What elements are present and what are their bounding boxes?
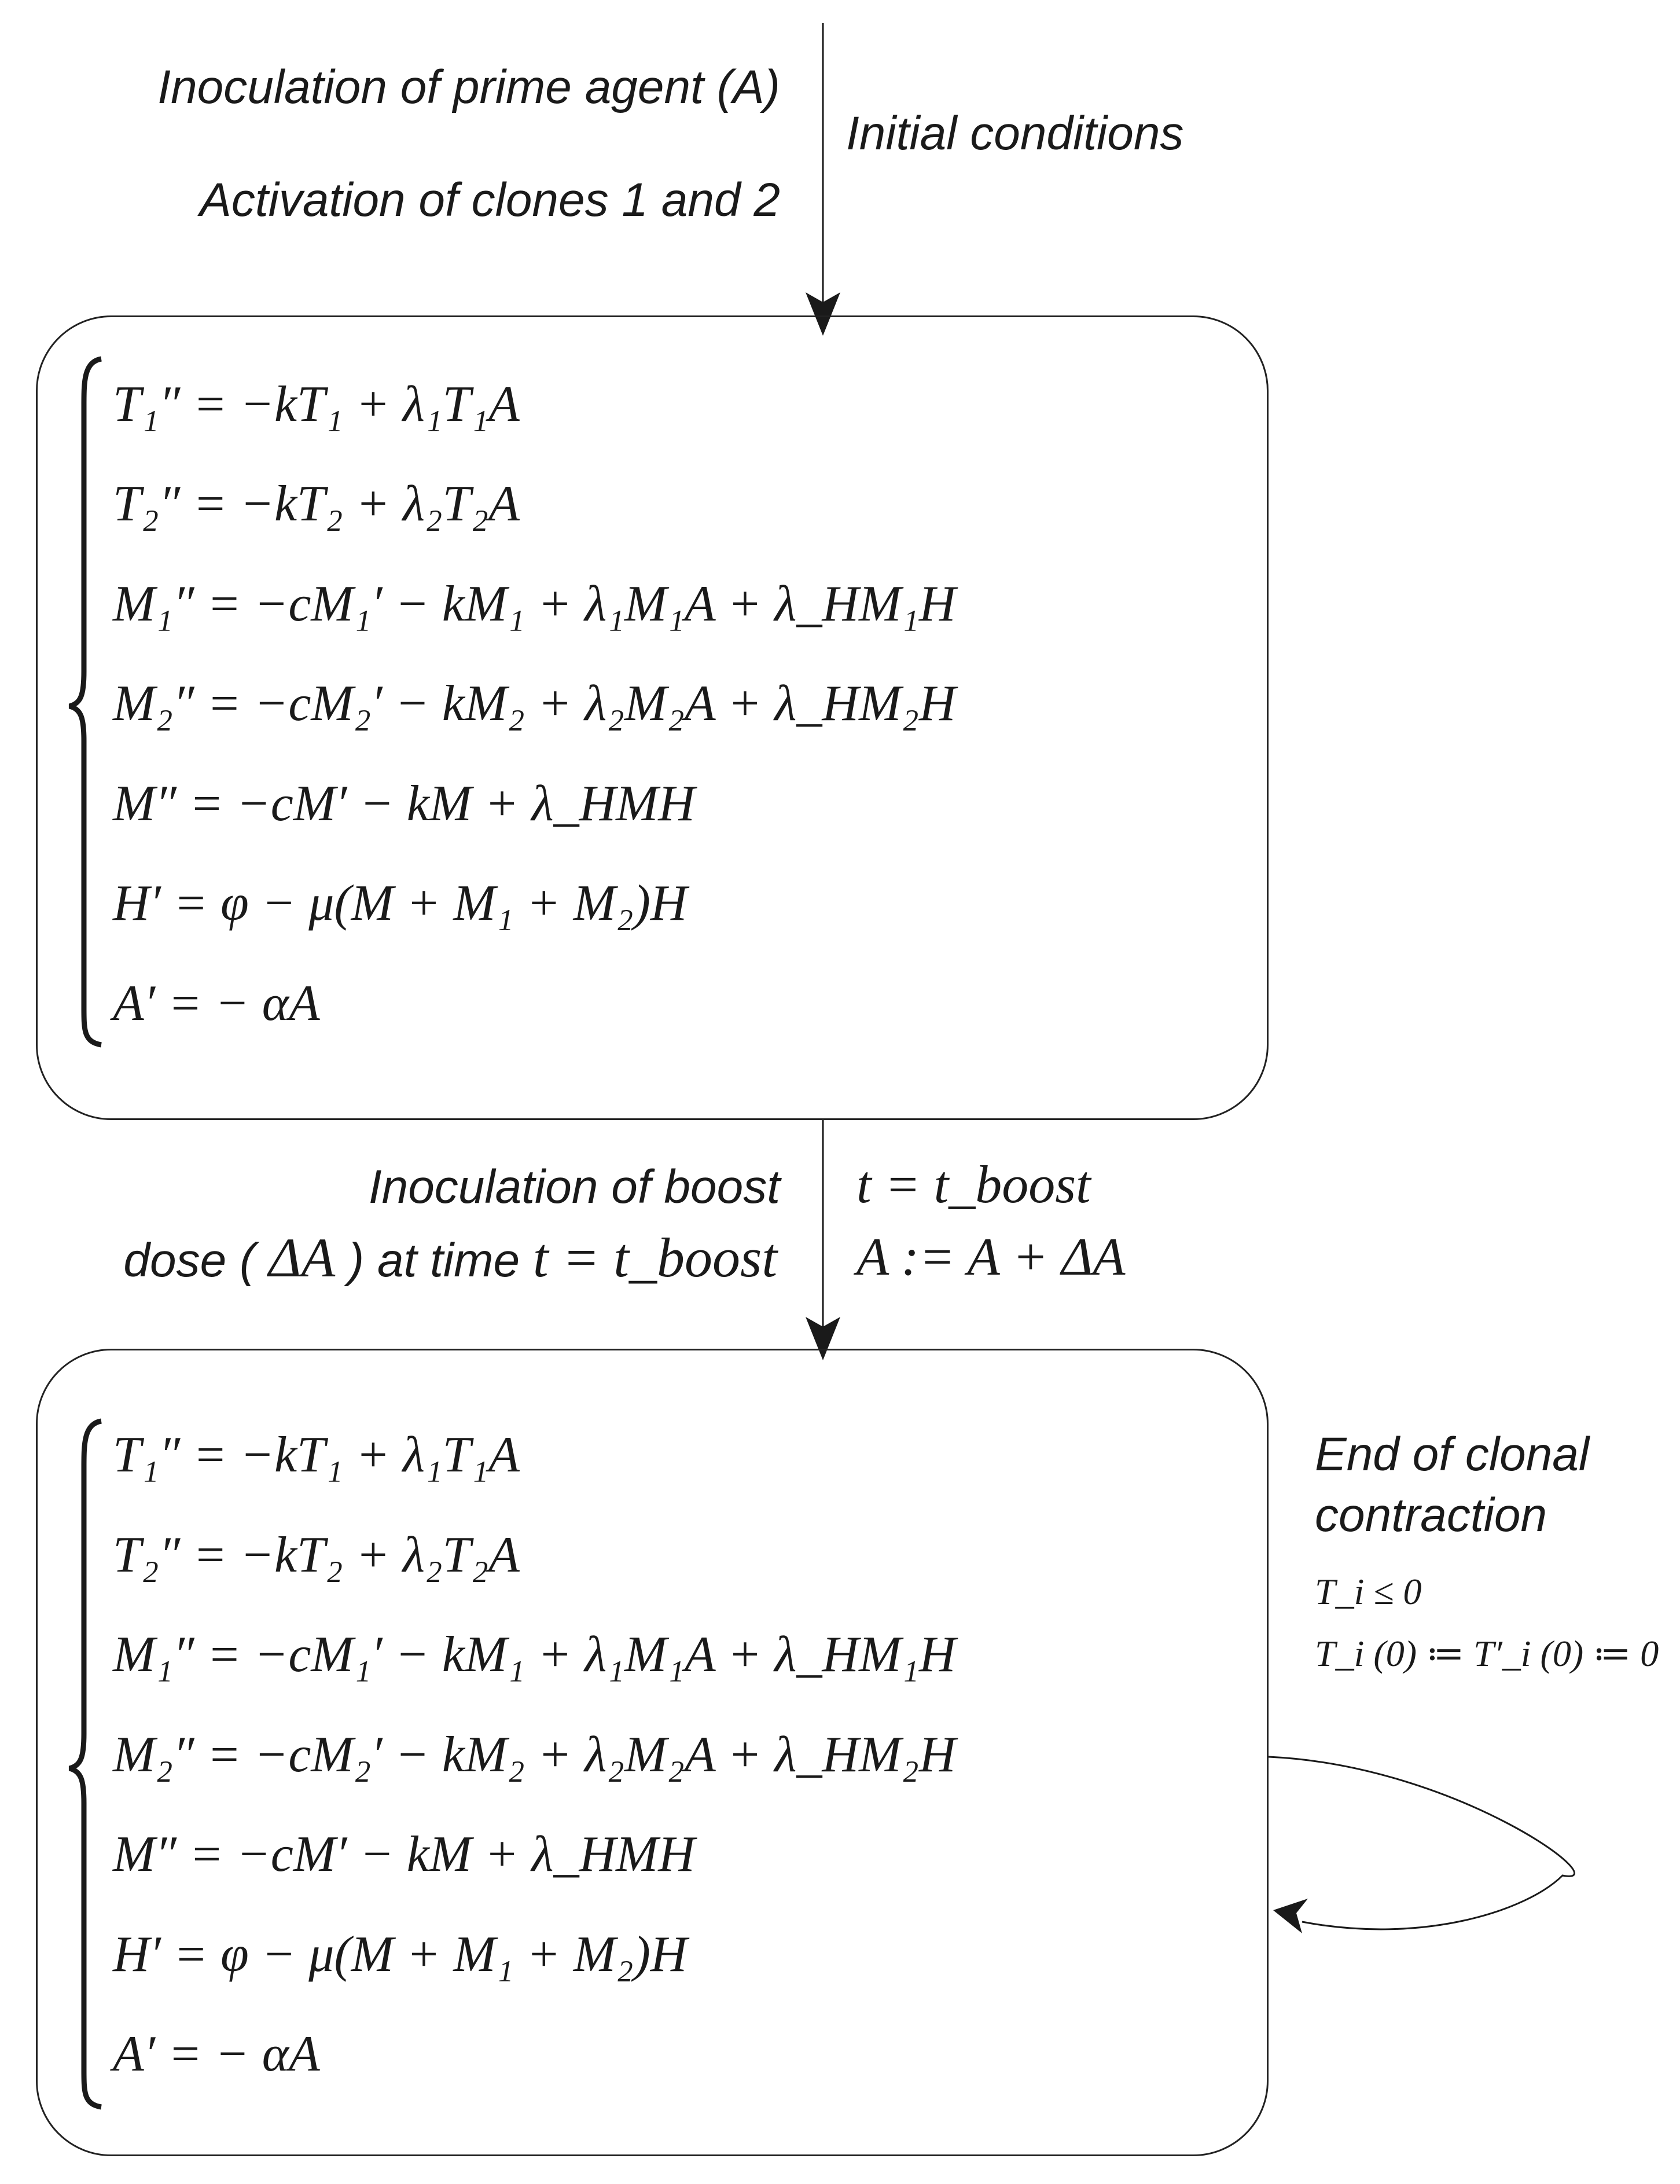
self-loop-arrowhead — [1273, 1899, 1308, 1933]
initial-arrowhead — [806, 292, 840, 336]
eq3-box1: M₁″ = −cM₁′ − kM₁ + λ₁M₁A + λ_HM₁H — [113, 576, 956, 632]
initial-conditions-label: Initial conditions — [846, 110, 1183, 157]
loop-condition-2: T_i (0) ≔ T′_i (0) ≔ 0 — [1315, 1633, 1659, 1674]
loop-label-line1: End of clonal — [1315, 1428, 1590, 1481]
eq7-box2: A′ = − αA — [113, 2026, 320, 2082]
loop-label-line2: contraction — [1315, 1489, 1547, 1541]
eq5-box2: M″ = −cM′ − kM + λ_HMH — [113, 1826, 695, 1882]
boost-delta-text: ΔA — [269, 1227, 336, 1289]
boost-time-math: t = t_boost — [532, 1227, 777, 1289]
system-box-2 — [36, 1349, 1269, 2156]
eq6-box2: H′ = φ − μ(M + M₁ + M₂)H — [113, 1926, 688, 1983]
self-loop-arrow — [1268, 1756, 1575, 1930]
eq3-box2: M₁″ = −cM₁′ − kM₁ + λ₁M₁A + λ_HM₁H — [113, 1627, 956, 1683]
activation-label: Activation of clones 1 and 2 — [200, 177, 780, 224]
eq1-box1: T₁″ = −kT₁ + λ₁T₁A — [113, 376, 520, 432]
eq7-box1: A′ = − αA — [113, 975, 320, 1032]
inoculation-prime-label: Inoculation of prime agent (A) — [157, 64, 780, 111]
boost-at-time-text: ) at time — [348, 1234, 520, 1287]
boost-left-line2: dose ( ΔA ) at time t = t_boost — [123, 1230, 777, 1286]
loop-condition-1: T_i ≤ 0 — [1315, 1571, 1422, 1612]
boost-left-line1: Inoculation of boost — [368, 1161, 780, 1213]
boost-right-line1: t = t_boost — [856, 1155, 1091, 1214]
activation-text: Activation of clones 1 and 2 — [200, 174, 780, 226]
eq5-box1: M″ = −cM′ − kM + λ_HMH — [113, 776, 695, 832]
system-box-1 — [36, 315, 1269, 1120]
eq6-box1: H′ = φ − μ(M + M₁ + M₂)H — [113, 875, 688, 931]
eq2-box1: T₂″ = −kT₂ + λ₂T₂A — [113, 476, 520, 532]
eq2-box2: T₂″ = −kT₂ + λ₂T₂A — [113, 1527, 520, 1583]
initial-conditions-text: Initial conditions — [846, 107, 1184, 160]
boost-arrowhead — [806, 1317, 840, 1360]
inoculation-prime-text: Inoculation of prime agent (A) — [157, 61, 780, 113]
boost-right-line2: A := A + ΔA — [856, 1227, 1126, 1286]
eq1-box2: T₁″ = −kT₁ + λ₁T₁A — [113, 1427, 520, 1483]
eq4-box2: M₂″ = −cM₂′ − kM₂ + λ₂M₂A + λ_HM₂H — [113, 1727, 956, 1783]
eq4-box1: M₂″ = −cM₂′ − kM₂ + λ₂M₂A + λ_HM₂H — [113, 676, 956, 732]
boost-dose-text: dose ( — [123, 1234, 256, 1287]
